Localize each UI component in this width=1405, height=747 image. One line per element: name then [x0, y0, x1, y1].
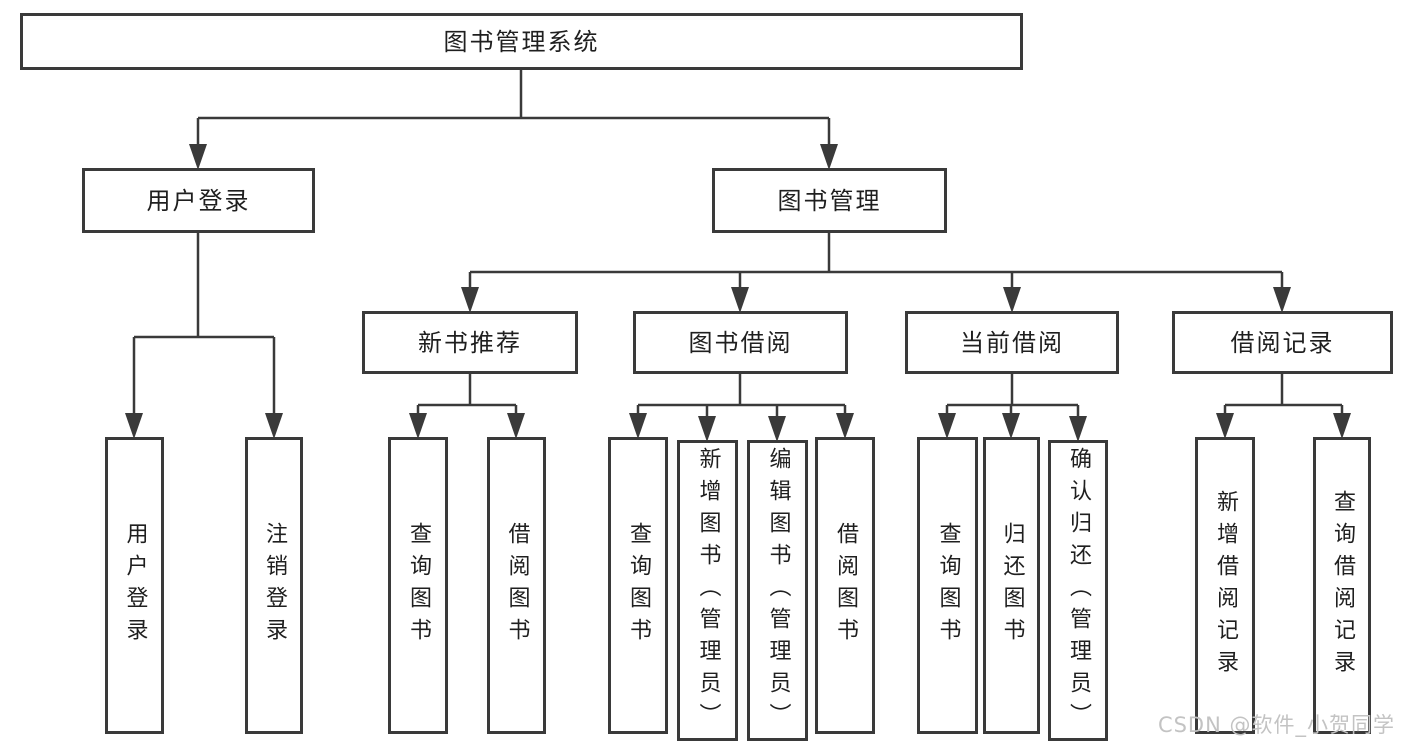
node-borrow-records: 借阅记录	[1172, 311, 1393, 374]
node-new-book-recommend: 新书推荐	[362, 311, 578, 374]
leaf-add-borrow-record: 新增借阅记录	[1195, 437, 1255, 734]
leaf-query-book-2: 查询图书	[608, 437, 668, 734]
leaf-query-book-3-label: 查询图书	[935, 521, 961, 650]
leaf-query-book-1: 查询图书	[388, 437, 448, 734]
node-current-borrow: 当前借阅	[905, 311, 1119, 374]
node-book-borrow: 图书借阅	[633, 311, 848, 374]
node-book-borrow-label: 图书借阅	[688, 328, 793, 357]
node-new-book-recommend-label: 新书推荐	[418, 328, 522, 357]
node-user-login-label: 用户登录	[146, 186, 251, 215]
leaf-borrow-book-1: 借阅图书	[487, 437, 546, 734]
leaf-query-borrow-record: 查询借阅记录	[1313, 437, 1371, 734]
leaf-edit-book-admin: 编辑图书（管理员）	[747, 440, 808, 741]
node-root: 图书管理系统	[20, 13, 1023, 70]
leaf-borrow-book-1-label: 借阅图书	[504, 521, 530, 650]
leaf-add-borrow-record-label: 新增借阅记录	[1213, 489, 1238, 682]
node-borrow-records-label: 借阅记录	[1230, 328, 1335, 357]
leaf-logout-login: 注销登录	[245, 437, 303, 734]
leaf-edit-book-admin-label: 编辑图书（管理员）	[765, 446, 791, 735]
node-current-borrow-label: 当前借阅	[960, 328, 1064, 357]
leaf-add-book-admin: 新增图书（管理员）	[677, 440, 738, 741]
leaf-return-book-label: 归还图书	[999, 521, 1025, 650]
node-user-login: 用户登录	[82, 168, 315, 233]
node-book-management: 图书管理	[712, 168, 947, 233]
leaf-return-book: 归还图书	[983, 437, 1040, 734]
leaf-borrow-book-2-label: 借阅图书	[833, 521, 858, 650]
leaf-confirm-return-admin-label: 确认归还（管理员）	[1066, 446, 1091, 735]
leaf-borrow-book-2: 借阅图书	[815, 437, 875, 734]
node-root-label: 图书管理系统	[443, 27, 600, 56]
connector-path	[134, 70, 1342, 407]
watermark: CSDN @软件_小贺同学	[1157, 713, 1395, 737]
arrowheads	[125, 118, 1351, 442]
leaf-query-book-1-label: 查询图书	[406, 521, 431, 650]
leaf-add-book-admin-label: 新增图书（管理员）	[695, 446, 721, 735]
leaf-user-login: 用户登录	[105, 437, 164, 734]
leaf-query-borrow-record-label: 查询借阅记录	[1330, 489, 1355, 682]
leaf-query-book-3: 查询图书	[917, 437, 978, 734]
leaf-user-login-label: 用户登录	[122, 521, 148, 650]
node-book-management-label: 图书管理	[777, 186, 882, 215]
leaf-logout-login-label: 注销登录	[262, 521, 287, 650]
leaf-query-book-2-label: 查询图书	[626, 521, 651, 650]
leaf-confirm-return-admin: 确认归还（管理员）	[1048, 440, 1108, 741]
